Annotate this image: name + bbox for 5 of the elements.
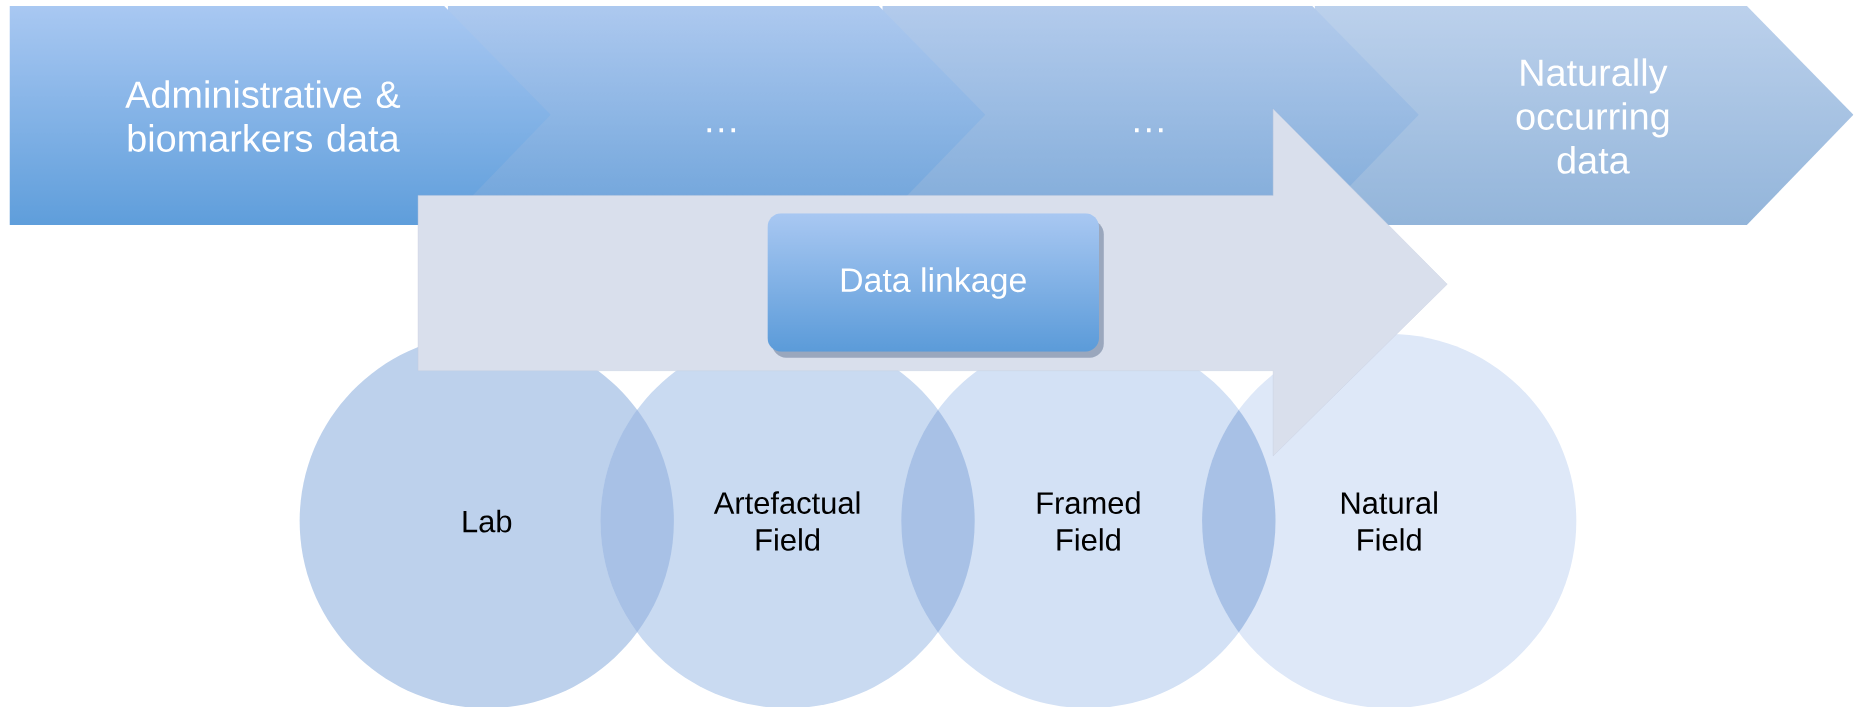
chevron: … (707, 128, 736, 133)
chevron: Administrative & biomarkers data (125, 80, 401, 152)
chevron: Naturally occurring data (1516, 58, 1669, 174)
rounded-box: Data linkage (767, 213, 1104, 358)
chevron: … (1135, 128, 1163, 133)
